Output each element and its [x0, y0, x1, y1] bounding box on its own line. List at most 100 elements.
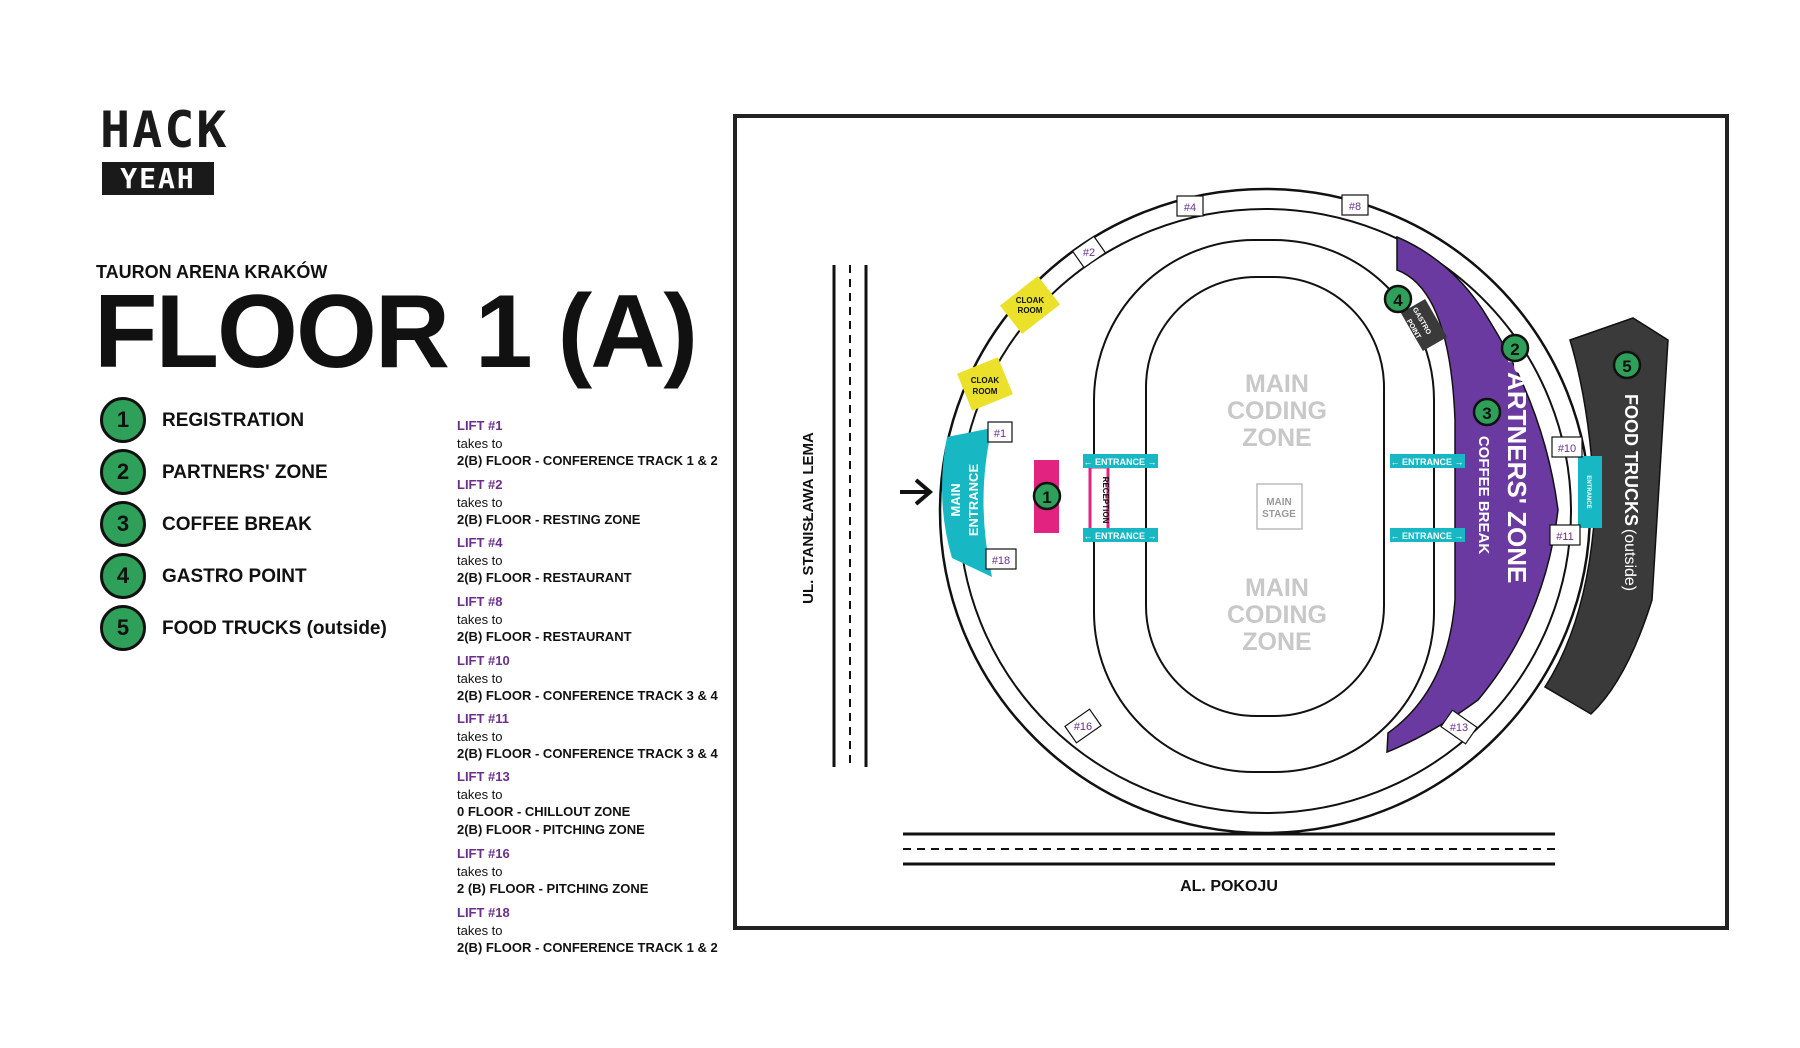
- street-south: [903, 832, 1555, 866]
- floor-title: FLOOR 1 (A): [94, 274, 698, 390]
- zone-badge-2: 2: [1500, 333, 1530, 363]
- logo-hack-text: HACK: [100, 101, 229, 159]
- main-entrance-line1: MAIN: [948, 483, 963, 516]
- cloak-room-lower-line1: CLOAK: [971, 376, 1000, 385]
- entrance-west-bottom: [1083, 528, 1158, 542]
- lift-marker-label: #1: [994, 428, 1006, 440]
- legend-item-gastro-point: 4 GASTRO POINT: [100, 553, 307, 599]
- lift-destination: 2(B) FLOOR - RESTAURANT: [457, 629, 632, 645]
- entrance-west-top-label: ← ENTRANCE →: [1083, 457, 1156, 467]
- lift-title: LIFT #8: [457, 594, 503, 609]
- lift-takes: takes to: [457, 922, 503, 938]
- lift-marker-18: #18: [985, 548, 1017, 570]
- zone-badge-number: 4: [1393, 291, 1403, 310]
- entrance-west-top: [1083, 454, 1158, 468]
- arena-field: [1145, 276, 1385, 717]
- lift-destination: 2(B) FLOOR - CONFERENCE TRACK 1 & 2: [457, 453, 718, 469]
- lift-marker-label: #10: [1558, 443, 1576, 455]
- zone-badge-1: 1: [1032, 481, 1062, 511]
- lift-title: LIFT #2: [457, 477, 503, 492]
- lift-marker-label: #16: [1074, 721, 1092, 733]
- lift-takes: takes to: [457, 494, 503, 510]
- zone-badge-4: 4: [1383, 284, 1413, 314]
- lift-marker-label: #4: [1184, 202, 1196, 214]
- lift-marker-label: #11: [1556, 531, 1574, 543]
- coding-zone-bottom-line1: MAIN: [1245, 574, 1309, 602]
- lift-destination: 2(B) FLOOR - RESTING ZONE: [457, 512, 641, 528]
- lift-entry: LIFT #16 takes to 2 (B) FLOOR - PITCHING…: [457, 845, 648, 898]
- entrance-east-top-label: ← ENTRANCE →: [1390, 457, 1463, 467]
- legend-number-badge: 5: [100, 605, 146, 651]
- food-trucks-note: (outside): [1621, 529, 1638, 591]
- legend-item-food-trucks: 5 FOOD TRUCKS (outside): [100, 605, 387, 651]
- entrance-west-bottom-label: ← ENTRANCE →: [1083, 531, 1156, 541]
- food-trucks-label: FOOD TRUCKS: [1621, 394, 1641, 526]
- lift-entry: LIFT #4 takes to 2(B) FLOOR - RESTAURANT: [457, 534, 632, 587]
- main-stage-line2: STAGE: [1262, 509, 1296, 520]
- lift-destination: 2 (B) FLOOR - PITCHING ZONE: [457, 881, 649, 897]
- food-trucks-area: [1543, 317, 1669, 715]
- entrance-east-top: [1390, 454, 1465, 468]
- entrance-east-side-label: ENTRANCE: [1585, 475, 1591, 508]
- lift-entry: LIFT #13 takes to 0 FLOOR - CHILLOUT ZON…: [457, 768, 645, 838]
- zone-badge-3: 3: [1472, 397, 1502, 427]
- lift-title: LIFT #4: [457, 535, 503, 550]
- entrance-east-bottom: [1390, 528, 1465, 542]
- lift-takes: takes to: [457, 552, 503, 568]
- legend-label: FOOD TRUCKS (outside): [162, 617, 387, 639]
- lift-marker-1: #1: [987, 421, 1013, 443]
- zone-badge-number: 1: [1042, 488, 1051, 507]
- coding-zone-top-line1: MAIN: [1245, 370, 1309, 398]
- legend-number-badge: 1: [100, 397, 146, 443]
- legend-label: COFFEE BREAK: [162, 513, 312, 535]
- lift-marker-13: #13: [1440, 709, 1478, 745]
- street-south-label: AL. POKOJU: [1180, 878, 1278, 895]
- lift-destination: 2(B) FLOOR - CONFERENCE TRACK 3 & 4: [457, 688, 718, 704]
- lift-takes: takes to: [457, 611, 503, 627]
- lift-title: LIFT #11: [457, 711, 510, 726]
- lift-takes: takes to: [457, 863, 503, 879]
- lift-entry: LIFT #11 takes to 2(B) FLOOR - CONFERENC…: [457, 710, 718, 763]
- lift-marker-label: #2: [1083, 247, 1095, 259]
- lift-takes: takes to: [457, 786, 503, 802]
- venue-name: TAURON ARENA KRAKÓW: [96, 262, 328, 282]
- cloak-room-upper-line2: ROOM: [1018, 306, 1043, 315]
- coffee-break-label: COFFEE BREAK: [1475, 436, 1492, 555]
- lift-destination: 0 FLOOR - CHILLOUT ZONE: [457, 804, 631, 820]
- coding-zone-bottom-line2: CODING: [1227, 601, 1327, 629]
- logo-yeah-text: YEAH: [102, 162, 214, 195]
- partners-zone-area: [1386, 235, 1559, 754]
- cloak-room-upper: [1000, 276, 1060, 334]
- entrance-east-bottom-label: ← ENTRANCE →: [1390, 531, 1463, 541]
- zone-badge-number: 3: [1482, 404, 1491, 423]
- lift-entry: LIFT #10 takes to 2(B) FLOOR - CONFERENC…: [457, 652, 718, 705]
- lift-marker-label: #18: [992, 555, 1010, 567]
- entrance-east-side: [1578, 456, 1602, 528]
- legend-label: PARTNERS' ZONE: [162, 461, 328, 483]
- coding-zone-top-line2: CODING: [1227, 397, 1327, 425]
- legend-number-badge: 3: [100, 501, 146, 547]
- zone-badge-5: 5: [1612, 350, 1642, 380]
- zone-badge-number: 5: [1622, 357, 1631, 376]
- lift-takes: takes to: [457, 728, 503, 744]
- arrow-right-icon: [900, 478, 934, 506]
- lift-destination: 2(B) FLOOR - RESTAURANT: [457, 570, 632, 586]
- lift-title: LIFT #1: [457, 418, 503, 433]
- lift-title: LIFT #10: [457, 653, 510, 668]
- legend-item-registration: 1 REGISTRATION: [100, 397, 304, 443]
- street-west: [832, 265, 868, 767]
- lift-entry: LIFT #2 takes to 2(B) FLOOR - RESTING ZO…: [457, 476, 640, 529]
- legend-number-badge: 2: [100, 449, 146, 495]
- lift-destination: 2(B) FLOOR - CONFERENCE TRACK 3 & 4: [457, 746, 718, 762]
- legend-label: REGISTRATION: [162, 409, 305, 431]
- lift-title: LIFT #18: [457, 905, 510, 920]
- gastro-point-area: [1400, 298, 1448, 352]
- lift-title: LIFT #16: [457, 846, 510, 861]
- legend-item-coffee-break: 3 COFFEE BREAK: [100, 501, 312, 547]
- cloak-room-lower-line2: ROOM: [973, 387, 998, 396]
- lift-title: LIFT #13: [457, 769, 510, 784]
- lift-marker-10: #10: [1551, 436, 1583, 458]
- lift-entry: LIFT #18 takes to 2(B) FLOOR - CONFERENC…: [457, 904, 718, 957]
- legend-item-partners-zone: 2 PARTNERS' ZONE: [100, 449, 328, 495]
- lift-marker-label: #8: [1349, 201, 1361, 213]
